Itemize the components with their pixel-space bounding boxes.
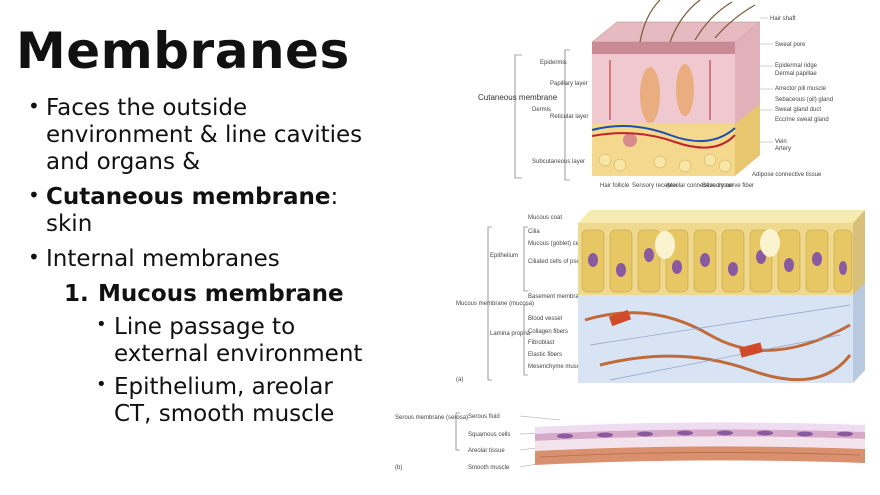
mucous-label: Mesenchyme muscle [528,364,585,370]
serous-label: Squamous cells [468,432,510,438]
mucous-label: Collagen fibers [528,329,568,335]
serous-membrane-label: Serous membrane (serosa) [395,415,468,421]
skin-left-label: Dermis [532,107,551,113]
panel-label: (a) [456,377,463,383]
bullet-text: Faces the outside environment & line cav… [46,95,363,175]
skin-left-label: Papillary layer [550,81,588,87]
slide-title: Membranes [16,22,350,80]
bullet-bold-text: Cutaneous membrane [46,184,331,210]
mucous-label: Elastic fibers [528,352,562,358]
skin-left-label: Subcutaneous layer [532,159,585,165]
skin-right-label: Sweat pore [775,42,806,48]
skin-right-label: Arrector pili muscle [775,86,827,92]
mucous-membrane-diagram: Mucous membrane (mucosa) Epithelium Lami… [456,210,865,383]
skin-bottom-label: Hair follicle [600,183,630,189]
mucous-label: Cilia [528,229,540,235]
skin-right-label: Sweat gland duct [775,107,821,113]
sub-bullet-item: Epithelium, areolar CT, smooth muscle [96,371,368,428]
skin-right-label: Artery [775,146,791,152]
sub-bullet-item: Line passage to external environment [96,311,368,368]
mucous-label: Mucous (goblet) cell [528,241,582,247]
bullet-list: Faces the outside environment & line cav… [28,93,368,434]
skin-right-labels: Hair shaft Sweat pore Epidermal ridge De… [752,16,833,178]
bullet-item: Faces the outside environment & line cav… [28,93,368,176]
bullet-text: Internal membranes [46,246,280,272]
skin-left-label: Epidermis [540,60,567,66]
mucous-label: Mucous coat [528,215,562,221]
skin-right-label: Vein [775,139,787,145]
skin-bottom-label: Areolar connective tissue [666,183,734,189]
serous-label: Areolar tissue [468,448,505,454]
skin-right-label: Hair shaft [770,16,796,22]
mucous-group-label: Lamina propria [490,331,531,337]
skin-right-label: Epidermal ridge [775,63,818,69]
skin-bottom-label: Sensory nerve fiber [702,183,754,189]
cutaneous-membrane-label: Cutaneous membrane [478,93,558,102]
mucous-label: Basement membrane [528,294,586,300]
mucous-group-label: Epithelium [490,253,518,259]
numbered-item: 1. Mucous membrane [64,281,368,308]
serous-label: Serous fluid [468,414,500,420]
list-number: 1. [64,281,89,307]
skin-right-label: Dermal papillae [775,71,817,77]
skin-diagram: Cutaneous membrane Epidermis Papillary l… [478,0,833,189]
sub-bullet-text: Line passage to external environment [114,314,363,367]
serous-membrane-diagram: Serous membrane (serosa) Serous fluid Sq… [395,412,865,471]
mucous-label: Fibroblast [528,340,555,346]
skin-right-label: Sebaceous (oil) gland [775,97,833,103]
skin-bottom-label: Sensory receptor [632,183,678,189]
skin-right-label: Adipose connective tissue [752,172,822,178]
skin-right-label: Eccrine sweat gland [775,117,829,123]
panel-label: (b) [395,465,402,471]
skin-left-label: Reticular layer [550,114,588,120]
bullet-item: Internal membranes [28,244,368,273]
bullet-item: Cutaneous membrane: skin [28,182,368,238]
mucous-membrane-label: Mucous membrane (mucosa) [456,301,534,307]
serous-label: Smooth muscle [468,465,510,471]
sub-bullet-text: Epithelium, areolar CT, smooth muscle [114,374,335,427]
numbered-text: Mucous membrane [98,281,344,307]
serous-labels: Serous fluid Squamous cells Areolar tiss… [468,414,510,471]
bullet-text: : skin [46,184,339,237]
mucous-label: Blood vessel [528,316,562,322]
